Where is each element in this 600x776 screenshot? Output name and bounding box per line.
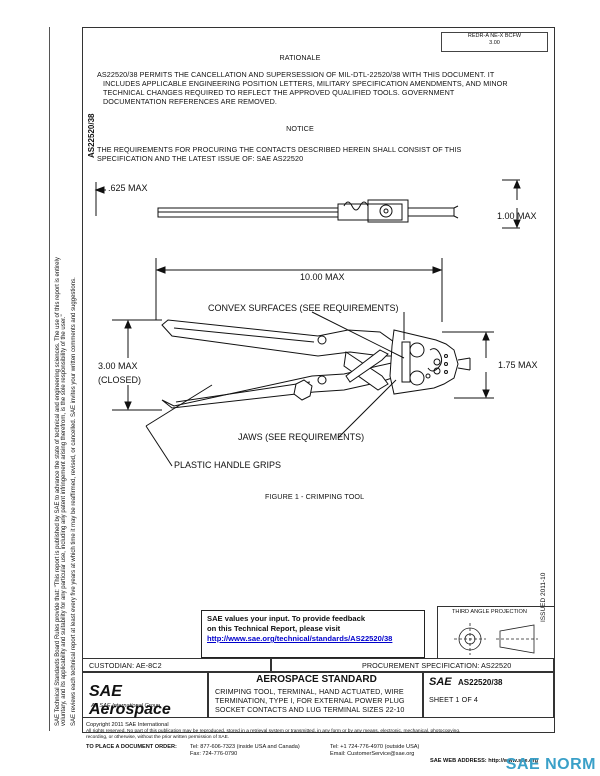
projection-symbol-icon [454, 623, 538, 655]
projection-box: THIRD ANGLE PROJECTION [437, 606, 554, 659]
rationale-line-2: INCLUDES APPLICABLE ENGINEERING POSITION… [103, 79, 508, 88]
side-legal-line-2: voluntary, and its applicability and sui… [61, 314, 67, 726]
figure-caption: FIGURE 1 - CRIMPING TOOL [265, 492, 365, 501]
dim-625-label: .625 MAX [108, 183, 148, 193]
rationale-line-4: DOCUMENTATION REFERENCES ARE REMOVED. [103, 97, 277, 106]
custodian-text: CUSTODIAN: AE-8C2 [89, 661, 162, 670]
rationale-heading: RATIONALE [279, 53, 321, 62]
sae-mark: SAE [429, 676, 452, 688]
handle-grips-label: PLASTIC HANDLE GRIPS [174, 460, 282, 470]
notice-line-1: THE REQUIREMENTS FOR PROCURING THE CONTA… [97, 145, 462, 154]
projection-label: THIRD ANGLE PROJECTION [452, 609, 527, 615]
sheet-number: SHEET 1 OF 4 [429, 695, 478, 704]
doc-title: CRIMPING TOOL, TERMINAL, HAND ACTUATED, … [215, 687, 405, 714]
stamp-line-1: REDR-A NE-X BCFW [467, 33, 522, 39]
feedback-line-1: SAE values your input. To provide feedba… [207, 614, 366, 623]
rights-line-2: recording, or otherwise, without the pri… [86, 735, 230, 740]
stamp-line-2: 3.00 [489, 40, 500, 46]
fax: Fax: 724-776-0790 [190, 751, 238, 757]
feedback-box: SAE values your input. To provide feedba… [201, 610, 425, 658]
feedback-link[interactable]: http://www.sae.org/technical/standards/A… [207, 634, 393, 643]
copyright: Copyright 2011 SAE International [86, 722, 169, 728]
page-frame [82, 27, 555, 733]
side-legal-line-3: SAE reviews each technical report at lea… [71, 277, 77, 726]
sae-aerospace-logo: SAE Aerospace [89, 683, 207, 719]
rights-text: All rights reserved. No part of this pub… [86, 729, 552, 741]
revision-stamp: REDR-A NE-X BCFW 3.00 [441, 32, 548, 52]
tel-usa: Tel: 877-606-7323 (inside USA and Canada… [190, 744, 300, 750]
side-legal-text: SAE Technical Standards Board Rules prov… [55, 257, 77, 726]
convex-surfaces-label: CONVEX SURFACES (SEE REQUIREMENTS) [208, 303, 399, 313]
rationale-line-1: AS22520/38 PERMITS THE CANCELLATION AND … [97, 70, 495, 79]
dim-100-label: 1.00 MAX [497, 211, 537, 221]
tel-intl: Tel: +1 724-776-4970 (outside USA) [330, 744, 420, 750]
procurement-text: PROCUREMENT SPECIFICATION: AS22520 [362, 661, 512, 670]
dim-175-label: 1.75 MAX [498, 360, 538, 370]
doc-title-line-1: CRIMPING TOOL, TERMINAL, HAND ACTUATED, … [215, 687, 404, 696]
title-cell: AEROSPACE STANDARD CRIMPING TOOL, TERMIN… [208, 672, 423, 718]
notice-heading: NOTICE [286, 124, 314, 133]
custodian-cell: CUSTODIAN: AE-8C2 [82, 658, 271, 672]
side-doc-number: AS22520/38 [87, 113, 96, 158]
doc-title-line-2: TERMINATION, TYPE I, FOR EXTERNAL POWER … [215, 696, 405, 705]
notice-line-2: SPECIFICATION AND THE LATEST ISSUE OF: S… [97, 154, 304, 163]
rights-line-1: All rights reserved. No part of this pub… [86, 729, 461, 734]
email: Email: CustomerService@sae.org [330, 751, 415, 757]
web-address: SAE WEB ADDRESS: http://www.sae.org [430, 758, 539, 764]
feedback-line-2: on this Technical Report, please visit [207, 624, 341, 633]
rationale-line-3: TECHNICAL CHANGES REQUIRED TO REFLECT TH… [103, 88, 455, 97]
logo-cell: SAE Aerospace An SAE International Group [82, 672, 208, 718]
procurement-cell: PROCUREMENT SPECIFICATION: AS22520 [271, 658, 554, 672]
jaws-label: JAWS (SEE REQUIREMENTS) [238, 432, 365, 442]
doc-number: AS22520/38 [458, 678, 503, 687]
crimping-tool-figure [94, 179, 521, 467]
doc-title-line-3: SOCKET CONTACTS AND LUG TERMINAL SIZES 2… [215, 705, 405, 714]
logo-sub-text: An SAE International Group [91, 703, 161, 709]
rationale-text: AS22520/38 PERMITS THE CANCELLATION AND … [97, 70, 547, 106]
margin-rule [49, 27, 50, 731]
standard-heading: AEROSPACE STANDARD [256, 674, 377, 685]
dim-1000-label: 10.00 MAX [300, 272, 345, 282]
dim-300-closed-label: (CLOSED) [98, 375, 142, 385]
watermark: SAE NORM [505, 756, 596, 773]
notice-text: THE REQUIREMENTS FOR PROCURING THE CONTA… [97, 145, 547, 163]
order-label: TO PLACE A DOCUMENT ORDER: [86, 744, 177, 750]
doc-number-cell: SAE AS22520/38 SHEET 1 OF 4 [423, 672, 554, 718]
logo-main-text: SAE Aerospace [89, 683, 171, 718]
dim-300-label: 3.00 MAX [98, 361, 138, 371]
